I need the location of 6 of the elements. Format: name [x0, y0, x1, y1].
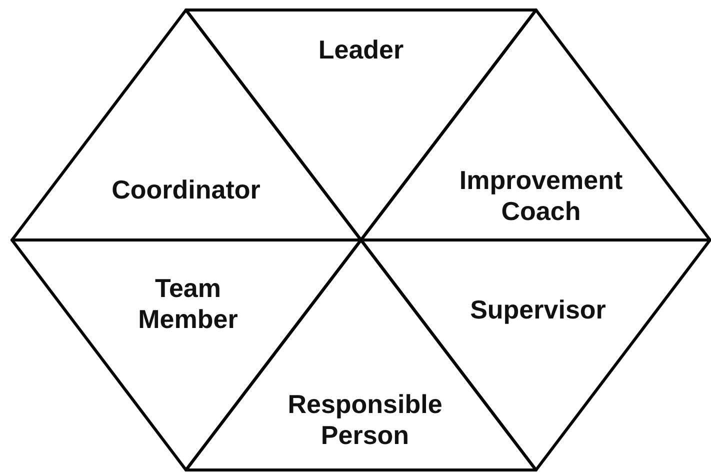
role-label: Team Member — [137, 272, 239, 336]
role-label: Supervisor — [469, 294, 607, 326]
role-label: Coordinator — [110, 174, 262, 206]
role-label: Improvement Coach — [458, 164, 624, 228]
role-label: Responsible Person — [286, 388, 444, 452]
role-label: Leader — [317, 34, 405, 66]
